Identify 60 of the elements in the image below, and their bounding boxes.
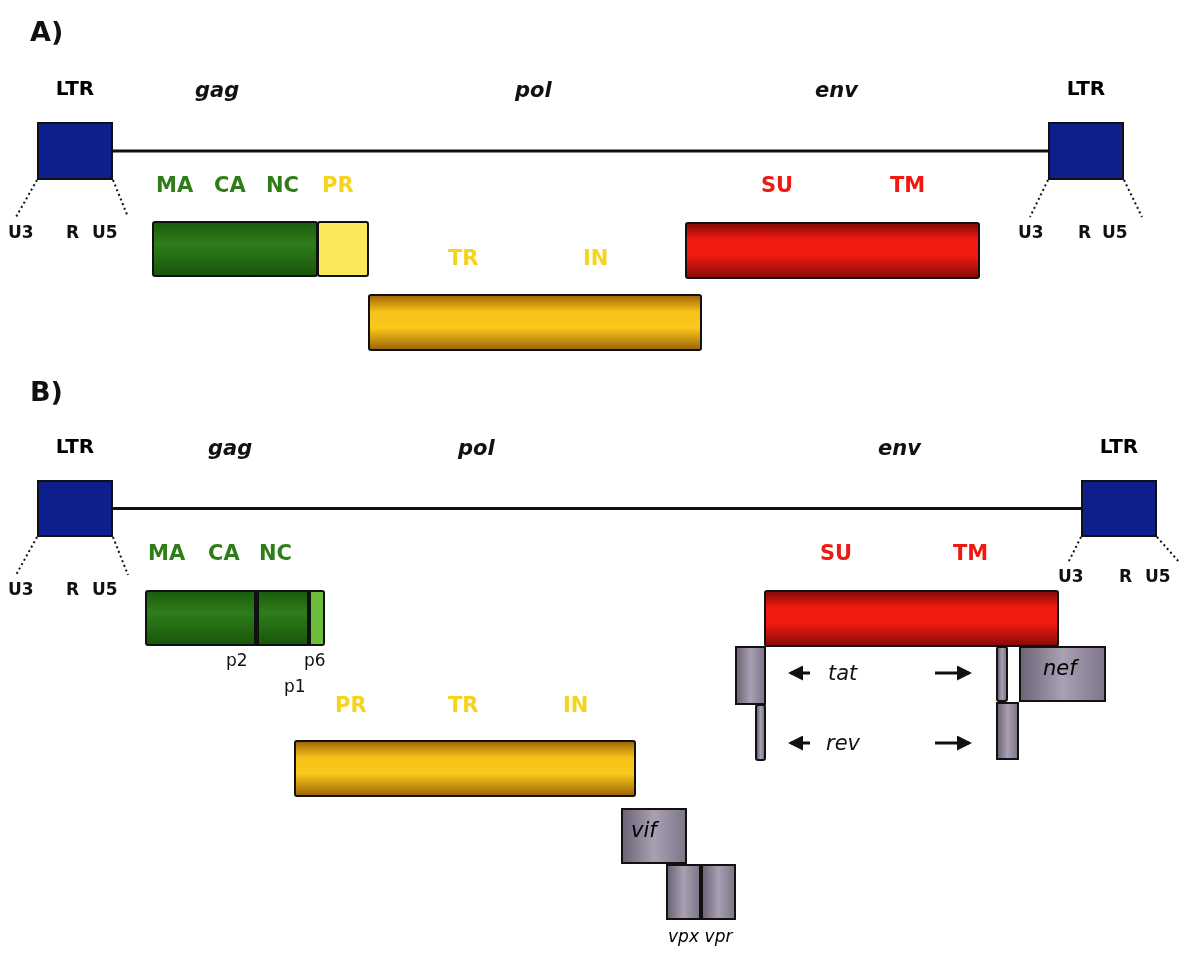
gene-box: nef xyxy=(1019,646,1106,702)
gene-label: LTR xyxy=(1065,78,1107,98)
region-label: U5 xyxy=(1145,568,1171,585)
gene-bar xyxy=(317,221,369,277)
region-label: R xyxy=(66,581,80,598)
gene-bar xyxy=(755,704,766,761)
gene-name: rev xyxy=(826,733,860,754)
gene-bar xyxy=(152,221,318,277)
gene-bar xyxy=(294,740,636,797)
protein-label: CA xyxy=(214,175,246,196)
region-label: U5 xyxy=(1102,224,1128,241)
protein-label: CA xyxy=(208,543,240,564)
gene-label: vpr xyxy=(703,928,735,945)
protein-label: SU xyxy=(761,175,794,196)
gene-name: env xyxy=(878,438,921,459)
gene-name: gag xyxy=(195,80,240,101)
gene-label: LTR xyxy=(54,78,96,98)
gene-name: gag xyxy=(208,438,253,459)
genome-line xyxy=(113,149,1048,153)
protein-label: TM xyxy=(953,543,989,564)
gene-label: vpx xyxy=(667,928,700,945)
protein-label: TM xyxy=(890,175,926,196)
region-label: R xyxy=(66,224,80,241)
gene-label: LTR xyxy=(54,436,96,456)
gene-bar xyxy=(368,294,702,351)
region-label: R xyxy=(1119,568,1133,585)
genome-line xyxy=(113,507,1081,510)
gene-bar xyxy=(685,222,980,279)
region-label: U3 xyxy=(1058,568,1084,585)
gene-name: env xyxy=(815,80,858,101)
exon-box xyxy=(996,702,1019,760)
protein-label: MA xyxy=(148,543,186,564)
region-label: U5 xyxy=(92,224,118,241)
protein-label: PR xyxy=(322,175,354,196)
region-label: R xyxy=(1078,224,1092,241)
cleavage-label: p1 xyxy=(284,678,306,695)
gene-bar xyxy=(145,590,325,646)
panel-label: B) xyxy=(30,378,63,405)
protein-label: SU xyxy=(820,543,853,564)
region-label: U3 xyxy=(8,581,34,598)
protein-label: MA xyxy=(156,175,194,196)
protein-label: NC xyxy=(259,543,292,564)
gene-bar xyxy=(996,646,1008,702)
gene-label: LTR xyxy=(1098,436,1140,456)
protein-label: TR xyxy=(448,248,479,269)
protein-label: IN xyxy=(583,248,609,269)
panel-label: A) xyxy=(30,18,64,45)
gene-name: tat xyxy=(828,663,858,684)
region-label: U3 xyxy=(1018,224,1044,241)
exon-box xyxy=(735,646,766,705)
protein-label: TR xyxy=(448,695,479,716)
protein-label: NC xyxy=(266,175,299,196)
gene-name: pol xyxy=(458,438,495,459)
protein-label: PR xyxy=(335,695,367,716)
region-label: U5 xyxy=(92,581,118,598)
protein-label: IN xyxy=(563,695,589,716)
gene-box: vif xyxy=(621,808,687,864)
region-label: U3 xyxy=(8,224,34,241)
gene-bar xyxy=(764,590,1059,647)
gene-name: pol xyxy=(515,80,552,101)
